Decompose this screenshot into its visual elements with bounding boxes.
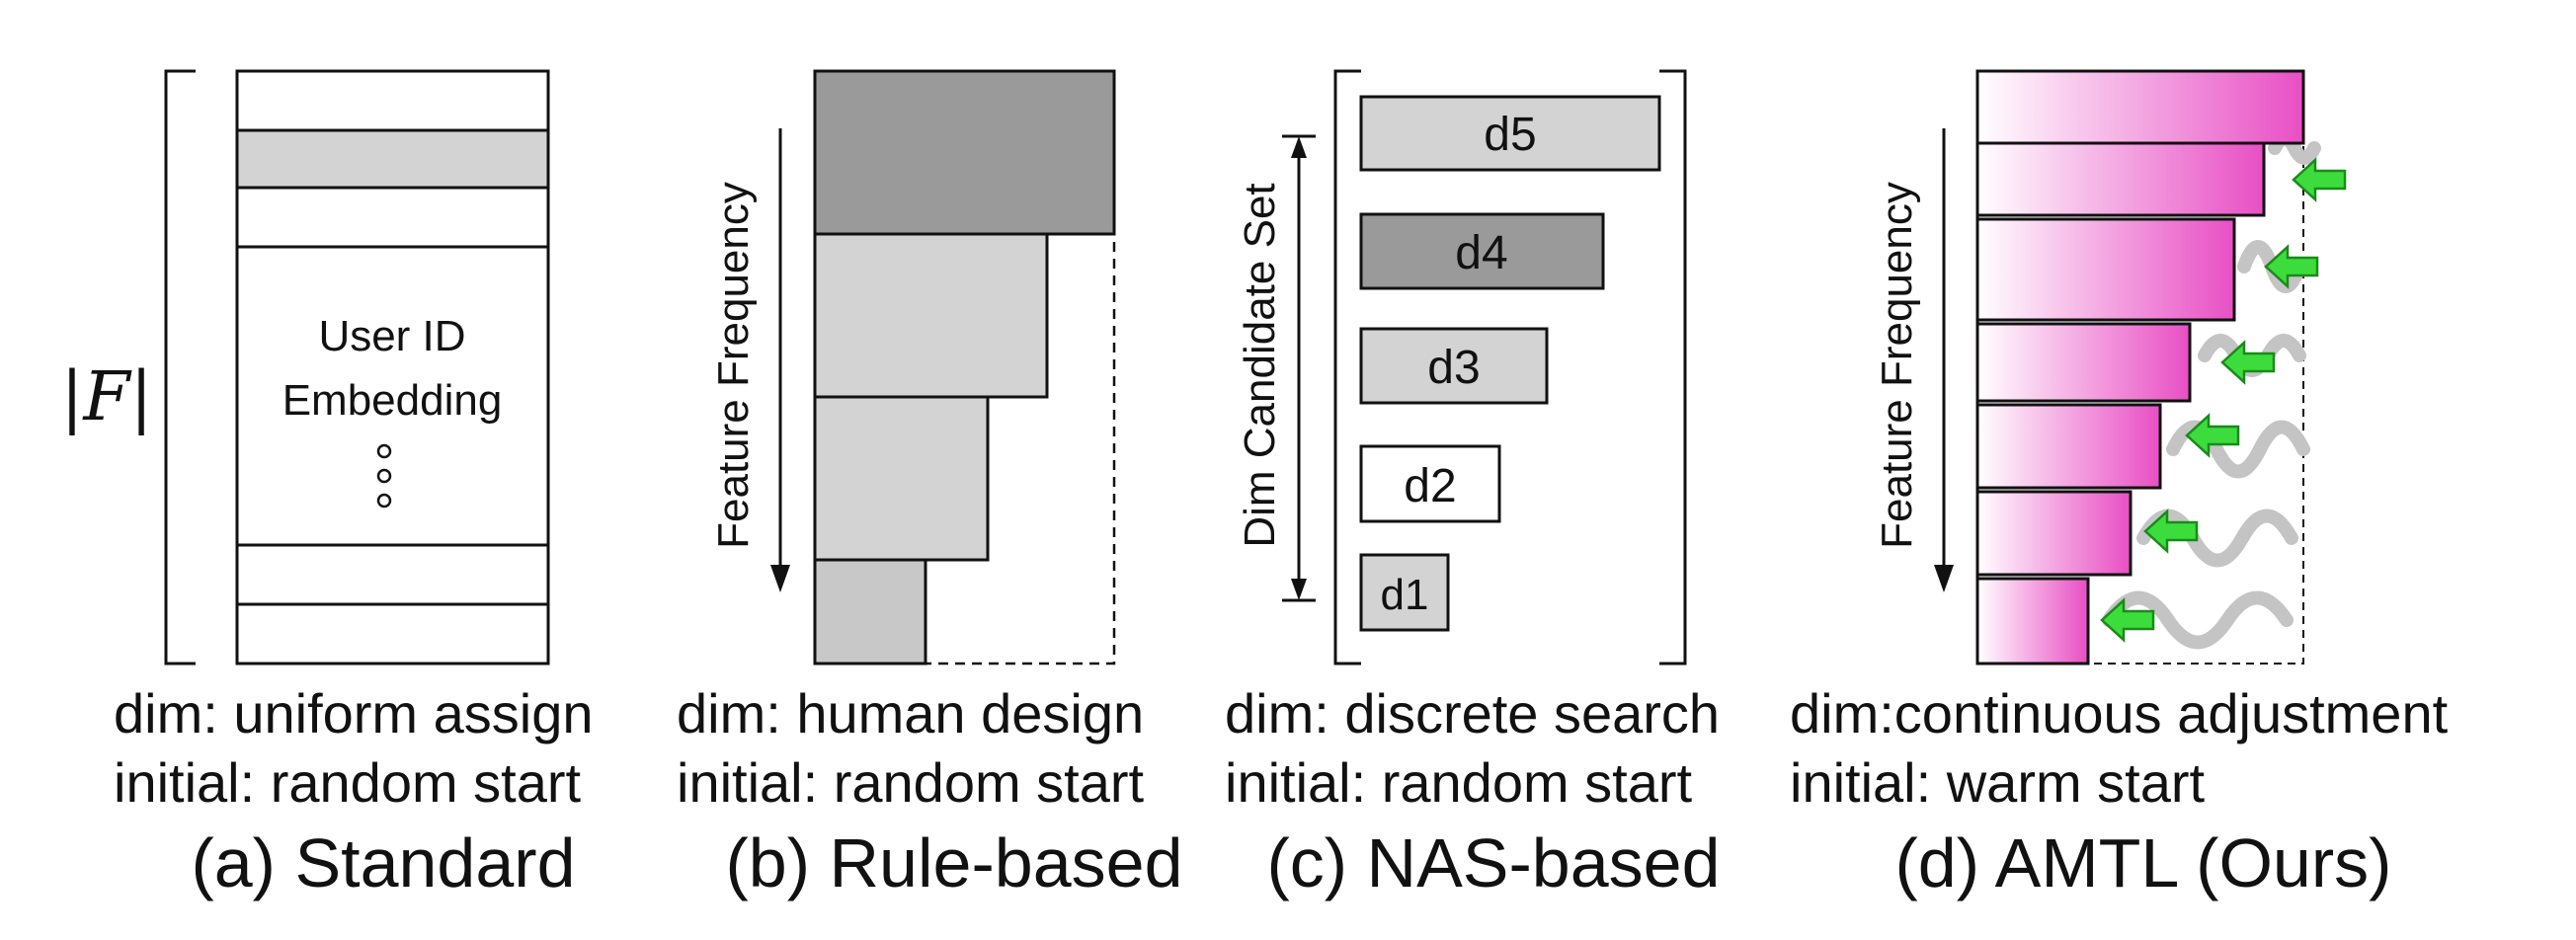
embedding-table: User ID Embedding bbox=[235, 69, 550, 666]
ellipsis-dot bbox=[376, 468, 392, 484]
embedding-bar-5 bbox=[1975, 403, 2162, 490]
axis-label: Dim Candidate Set bbox=[1236, 183, 1284, 547]
panel-b-rule-based: Feature Frequency dim: human design init… bbox=[677, 69, 1183, 901]
axis-label: Feature Frequency bbox=[1873, 182, 1921, 549]
candidate-bar-d2 bbox=[1359, 444, 1501, 523]
arrow-head-down bbox=[1291, 579, 1307, 600]
embedding-bar-1 bbox=[1975, 69, 2305, 145]
adjust-arrow-icon bbox=[2100, 597, 2155, 643]
adjust-arrow-icon bbox=[2185, 413, 2240, 458]
axis-label: Feature Frequency bbox=[709, 182, 758, 549]
initial-caption: initial: random start bbox=[677, 751, 1145, 814]
dim-caption: dim: discrete search bbox=[1225, 682, 1720, 744]
candidate-bar-d5 bbox=[1359, 95, 1661, 172]
panel-a-standard: |F| User ID Embedding dim: uniform assig… bbox=[60, 69, 594, 901]
panel-title: (b) Rule-based bbox=[726, 824, 1183, 901]
adjust-arrow-icon bbox=[2143, 509, 2199, 554]
tier-block-high bbox=[813, 69, 1116, 236]
tier-block-mid bbox=[813, 232, 1049, 399]
panel-title: (d) AMTL (Ours) bbox=[1895, 824, 2392, 901]
right-bracket bbox=[1659, 69, 1687, 666]
adjust-arrow-icon bbox=[2220, 340, 2276, 385]
panel-d-amtl: Feature Frequency bbox=[1790, 69, 2449, 901]
left-bracket bbox=[1333, 69, 1361, 666]
candidate-label: d4 bbox=[1455, 227, 1507, 279]
wave bbox=[2102, 590, 2294, 650]
tier-block-low bbox=[813, 395, 990, 562]
embedding-bar-2 bbox=[1975, 141, 2266, 217]
ellipsis-dot bbox=[376, 493, 392, 509]
candidate-label: d3 bbox=[1427, 342, 1480, 394]
embedding-bar-3 bbox=[1975, 217, 2236, 322]
panel-c-nas-based: Dim Candidate Set d5 d4 d3 d2 d1 dim: di… bbox=[1225, 69, 1721, 901]
ellipsis-dot bbox=[376, 443, 392, 459]
candidate-label: d1 bbox=[1381, 571, 1429, 619]
candidate-label: d5 bbox=[1484, 109, 1536, 161]
candidate-label: d2 bbox=[1404, 460, 1456, 512]
embedding-bar-4 bbox=[1975, 322, 2192, 403]
arrow-head bbox=[1934, 565, 1954, 592]
embedding-row-highlighted bbox=[235, 128, 550, 190]
adjust-arrow-icon bbox=[2292, 157, 2347, 202]
tier-block-lowest bbox=[813, 558, 927, 666]
candidate-bar-d3 bbox=[1359, 327, 1549, 405]
feature-count-symbol: |F| bbox=[60, 358, 152, 436]
arrow-head bbox=[770, 565, 790, 592]
panel-title: (a) Standard bbox=[191, 824, 575, 901]
embedding-label-line2: Embedding bbox=[282, 376, 503, 425]
embedding-bar-7 bbox=[1975, 577, 2090, 666]
green-arrows bbox=[2100, 157, 2347, 643]
adjust-arrow-icon bbox=[2264, 244, 2319, 289]
candidate-bar-d1 bbox=[1359, 553, 1450, 632]
arrow-head-up bbox=[1291, 136, 1307, 158]
initial-caption: initial: random start bbox=[1225, 751, 1693, 814]
dim-caption: dim: human design bbox=[677, 682, 1144, 744]
dim-caption: dim: uniform assign bbox=[114, 682, 594, 744]
left-bracket bbox=[164, 69, 196, 666]
panel-title: (c) NAS-based bbox=[1266, 824, 1720, 901]
initial-caption: initial: warm start bbox=[1790, 751, 2206, 814]
embedding-label-line1: User ID bbox=[318, 312, 465, 360]
embedding-bar-6 bbox=[1975, 490, 2133, 577]
candidate-bar-d4 bbox=[1359, 212, 1605, 290]
initial-caption: initial: random start bbox=[114, 751, 582, 814]
dim-caption: dim:continuous adjustment bbox=[1790, 682, 2449, 744]
